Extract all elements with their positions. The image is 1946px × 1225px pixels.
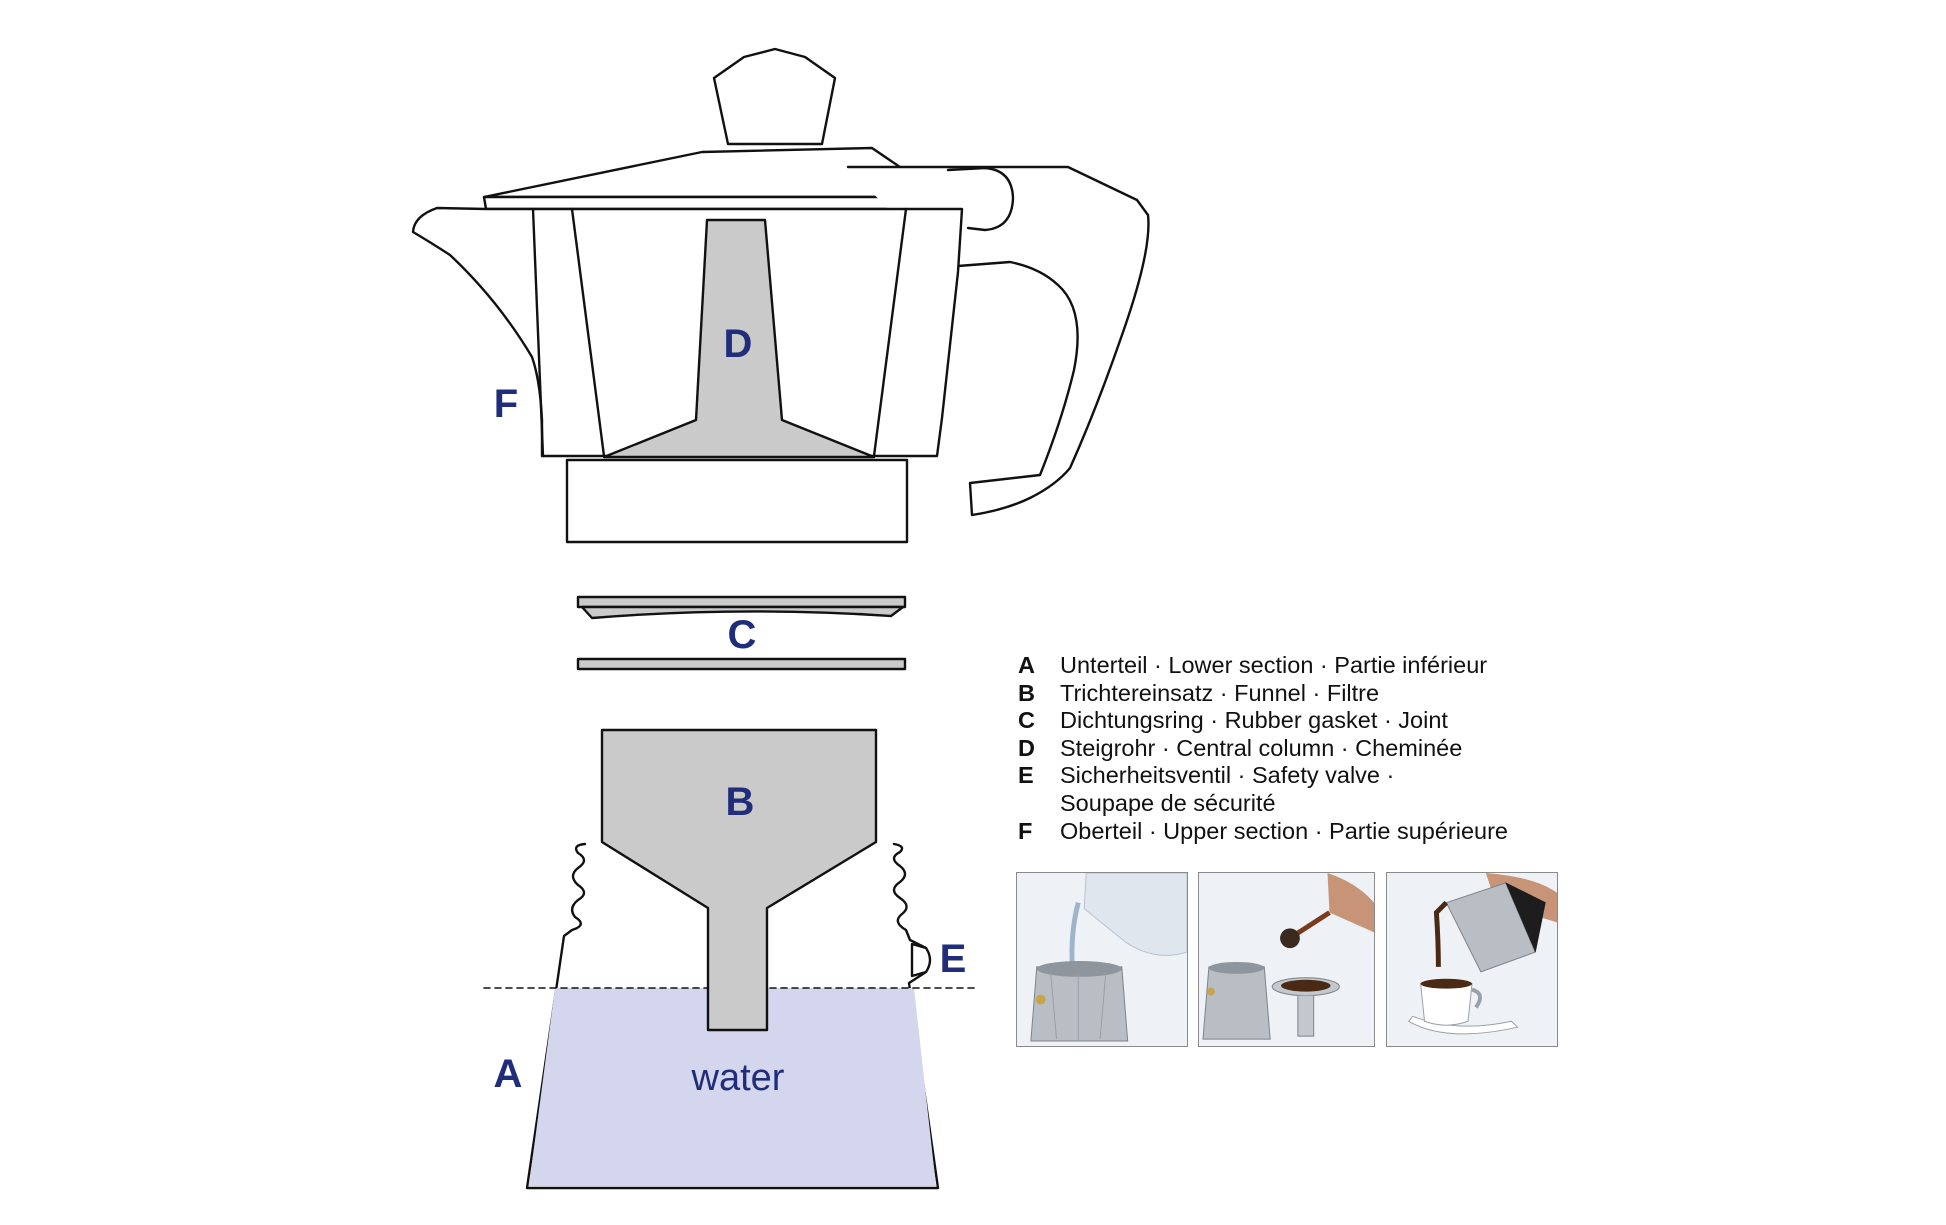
legend-text: Trichtereinsatz · Funnel · Filtre (1060, 679, 1380, 706)
label-d: D (724, 322, 753, 366)
legend-item-d: D Steigrohr · Central column · Cheminée (1018, 735, 1618, 763)
central-column (602, 218, 876, 459)
body-facet-inner-left (570, 207, 606, 458)
parts-legend: A Unterteil · Lower section · Partie inf… (1018, 652, 1618, 845)
water-label: water (691, 1057, 785, 1099)
legend-key: E (1018, 762, 1034, 789)
legend-key: A (1018, 652, 1035, 678)
upper-section (411, 47, 1150, 544)
pouring-water-photo-icon (1016, 872, 1188, 1047)
legend-item-e-continuation: Soupape de sécurité (1018, 790, 1618, 818)
legend-item-b: B Trichtereinsatz · Funnel · Filtre (1018, 680, 1618, 708)
legend-key: B (1018, 679, 1035, 706)
label-f: F (494, 382, 518, 426)
legend-text: Sicherheitsventil · Safety valve · (1060, 762, 1395, 789)
label-b: B (726, 780, 755, 824)
handle (846, 165, 1150, 517)
legend-text: Dichtungsring · Rubber gasket · Joint (1060, 707, 1448, 734)
label-a: A (494, 1052, 523, 1096)
legend-text: Oberteil · Upper section · Partie supéri… (1060, 817, 1509, 844)
legend-key: D (1018, 734, 1035, 761)
water-fill (529, 988, 936, 1186)
legend-text: Soupape de sécurité (1060, 789, 1276, 816)
gasket (576, 595, 907, 671)
filling-coffee-photo-icon (1198, 872, 1375, 1047)
lid-knob (712, 47, 837, 146)
label-c: C (728, 613, 757, 657)
lid-rim (482, 195, 948, 211)
legend-text: Unterteil · Lower section · Partie infér… (1060, 652, 1488, 678)
handle-hinge (946, 166, 1015, 232)
serving-coffee-photo-icon (1386, 872, 1558, 1047)
legend-key: C (1018, 707, 1035, 734)
legend-item-a: A Unterteil · Lower section · Partie inf… (1018, 652, 1618, 680)
body-facet-left (531, 207, 545, 458)
legend-item-c: C Dichtungsring · Rubber gasket · Joint (1018, 707, 1618, 735)
upper-threaded-base (565, 458, 909, 544)
legend-item-f: F Oberteil · Upper section · Partie supé… (1018, 818, 1618, 846)
label-e: E (940, 937, 967, 981)
legend-text: Steigrohr · Central column · Cheminée (1060, 734, 1463, 761)
legend-key: F (1018, 817, 1033, 844)
body-facet-inner-right (872, 207, 908, 458)
funnel (600, 728, 878, 1032)
safety-valve (910, 942, 932, 978)
legend-item-e: E Sicherheitsventil · Safety valve · (1018, 762, 1618, 790)
